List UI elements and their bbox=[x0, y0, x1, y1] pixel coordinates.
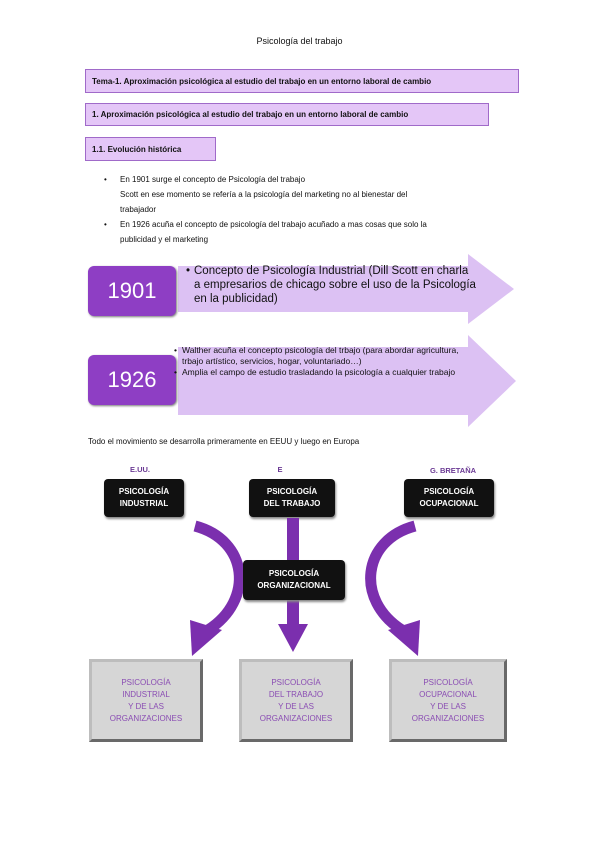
arrowhead-center bbox=[278, 624, 308, 652]
heading-subsection: 1.1. Evolución histórica bbox=[85, 137, 216, 161]
bullet-icon: • bbox=[104, 175, 107, 184]
bullet-icon: • bbox=[104, 220, 107, 229]
year-badge-1901: 1901 bbox=[88, 266, 176, 316]
heading-tema: Tema-1. Aproximación psicológica al estu… bbox=[85, 69, 519, 93]
heading-section: 1. Aproximación psicológica al estudio d… bbox=[85, 103, 489, 126]
timeline-text-1901: •Concepto de Psicología Industrial (Dill… bbox=[186, 264, 476, 306]
arrowhead-right bbox=[388, 620, 420, 656]
country-label-gb: G. BRETAÑA bbox=[429, 466, 477, 475]
bullet-list: • En 1901 surge el concepto de Psicologí… bbox=[104, 172, 514, 247]
bullet-text: En 1926 acuña el concepto de psicología … bbox=[120, 220, 427, 229]
bullet-text: publicidad y el marketing bbox=[120, 235, 209, 244]
bullet-text: Scott en ese momento se refería a la psi… bbox=[120, 190, 408, 199]
timeline-text-1926: •Walther acuña el concepto psicología de… bbox=[174, 345, 474, 378]
timeline-arrow-1901 bbox=[178, 254, 514, 324]
diagram-arrows bbox=[190, 518, 420, 656]
curved-arrow-right bbox=[365, 520, 417, 635]
list-item: • En 1926 acuña el concepto de psicologí… bbox=[104, 217, 514, 247]
movement-text: Todo el movimiento se desarrolla primera… bbox=[88, 437, 360, 446]
arrowhead-left bbox=[190, 620, 222, 656]
box-ocupacional-organizaciones: PSICOLOGÍA OCUPACIONAL Y DE LAS ORGANIZA… bbox=[389, 659, 507, 742]
country-label-e: E bbox=[277, 465, 283, 474]
box-trabajo-organizaciones: PSICOLOGÍA DEL TRABAJO Y DE LAS ORGANIZA… bbox=[239, 659, 353, 742]
timeline-item: •Walther acuña el concepto psicología de… bbox=[174, 345, 459, 366]
bullet-text: trabajador bbox=[120, 205, 157, 214]
timeline-item: •Amplia el campo de estudio trasladando … bbox=[174, 367, 456, 377]
curved-arrow-left bbox=[193, 520, 245, 635]
page-title: Psicología del trabajo bbox=[256, 36, 343, 46]
year-badge-1926: 1926 bbox=[88, 355, 176, 405]
box-industrial-organizaciones: PSICOLOGÍA INDUSTRIAL Y DE LAS ORGANIZAC… bbox=[89, 659, 203, 742]
list-item: • En 1901 surge el concepto de Psicologí… bbox=[104, 172, 514, 217]
country-label-usa: E.UU. bbox=[129, 465, 150, 474]
bullet-text: En 1901 surge el concepto de Psicología … bbox=[120, 175, 306, 184]
timeline-arrow-1926 bbox=[178, 335, 516, 427]
timeline-item: •Concepto de Psicología Industrial (Dill… bbox=[186, 265, 476, 305]
